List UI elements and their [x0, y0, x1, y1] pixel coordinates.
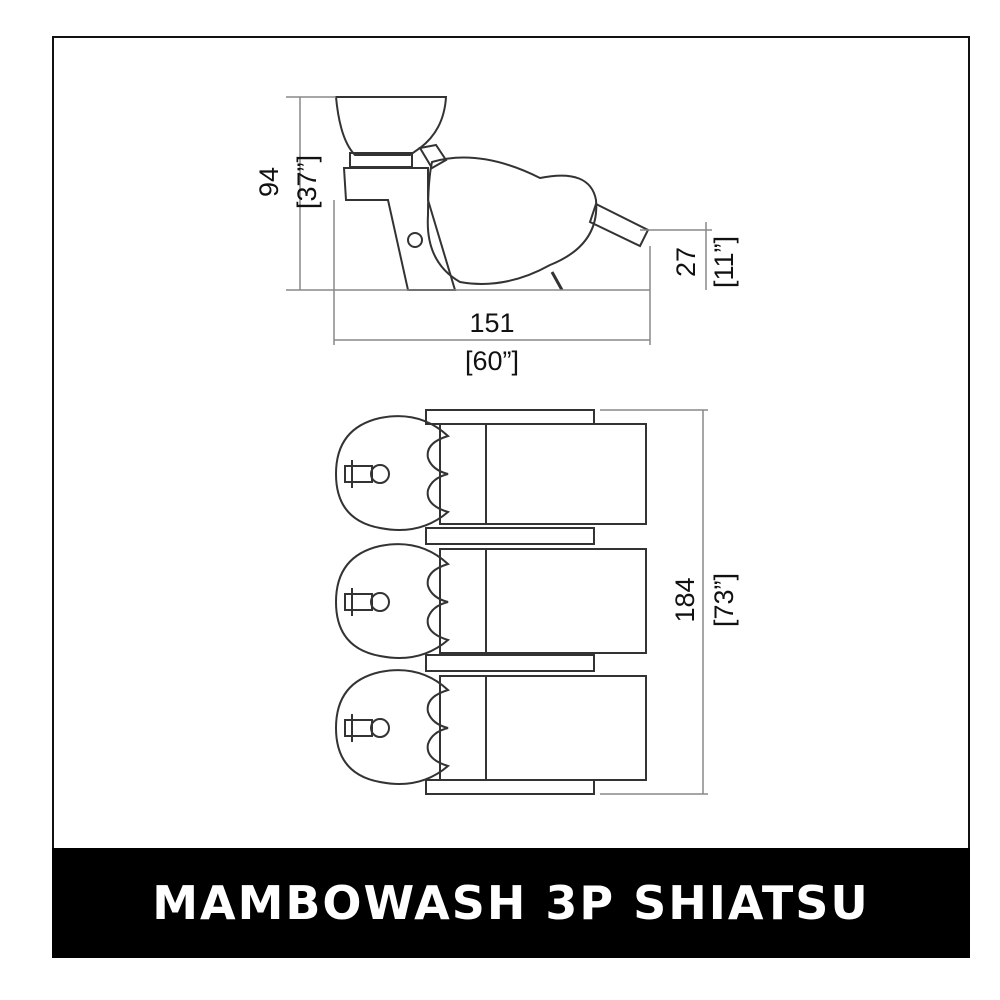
top-basin-2: [334, 543, 451, 659]
length-cm-label: 151: [469, 308, 514, 338]
title-banner: MAMBOWASH 3P SHIATSU: [52, 848, 970, 958]
height-cm-label: 94: [254, 167, 284, 197]
top-basin-3: [334, 669, 451, 785]
top-unit-1: [334, 415, 647, 531]
top-dimension-lines: [600, 409, 708, 795]
length-in-label: [60”]: [465, 346, 519, 376]
top-armrest-4: [425, 779, 595, 795]
drawing-frame: [52, 36, 970, 958]
side-base-knob: [407, 232, 423, 248]
top-seat-3: [439, 675, 647, 781]
top-basin-1: [334, 415, 451, 531]
seat-in-label: [11”]: [709, 236, 739, 288]
side-neck: [418, 143, 448, 170]
width-cm-label: 184: [670, 577, 700, 622]
top-faucet-3: [344, 714, 373, 742]
width-in-label: [73”]: [709, 573, 739, 627]
side-leg: [550, 271, 564, 291]
side-footrest: [588, 202, 650, 248]
seat-cm-label: 27: [671, 247, 701, 277]
side-dimension-lines: [286, 96, 712, 345]
side-base: [342, 167, 457, 291]
side-seat: [426, 156, 598, 285]
top-drain-2: [370, 592, 390, 612]
top-seat-1: [439, 423, 647, 525]
top-seat-2: [439, 548, 647, 654]
height-in-label: [37”]: [292, 155, 322, 209]
top-faucet-2: [344, 588, 373, 616]
top-armrest-3: [425, 654, 595, 672]
top-unit-3: [334, 669, 647, 785]
top-faucet-1: [344, 460, 373, 488]
top-view: [334, 409, 647, 795]
side-view: [334, 96, 650, 291]
top-drain-3: [370, 718, 390, 738]
product-title: MAMBOWASH 3P SHIATSU: [152, 876, 870, 930]
side-basin: [334, 96, 448, 156]
top-armrest-2: [425, 527, 595, 545]
top-unit-2: [334, 543, 647, 659]
top-drain-1: [370, 464, 390, 484]
top-armrest-1: [425, 409, 595, 425]
